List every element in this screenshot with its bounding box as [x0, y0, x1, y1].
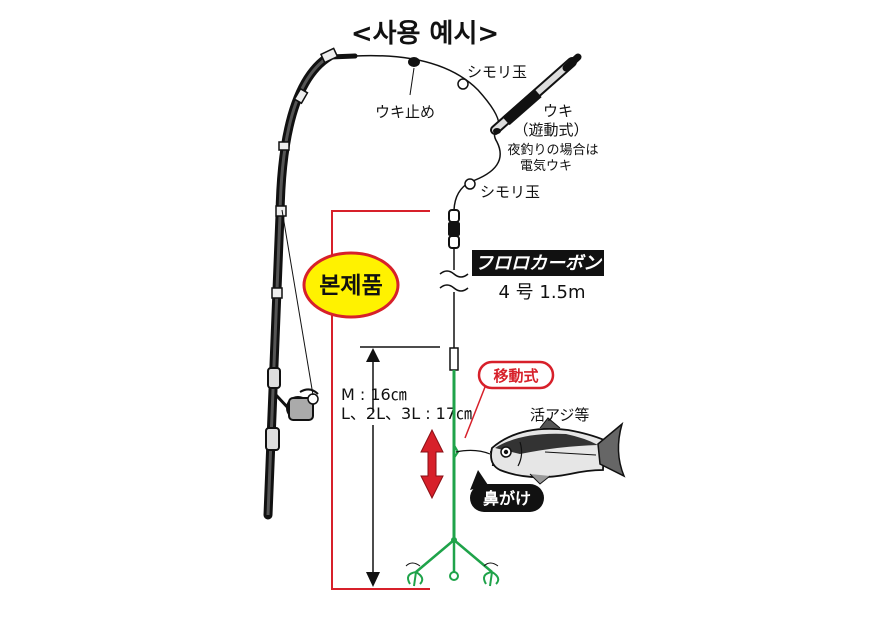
diagram-title: <사용 예시>: [351, 19, 499, 49]
shimori-bead-top: [457, 78, 469, 90]
spinning-reel: [274, 388, 319, 421]
swivel: [448, 209, 460, 249]
move-direction-arrow: [420, 428, 444, 500]
nose-hook-badge: 鼻がけ: [470, 470, 544, 512]
label-shimori-bottom: シモリ玉: [480, 183, 540, 201]
nose-hook-badge-text: 鼻がけ: [483, 489, 531, 508]
label-uki-line1: ウキ: [543, 102, 573, 120]
line-badge-text: フロロカーボン: [475, 253, 603, 274]
reel-line: [281, 209, 314, 396]
label-uki-note-line2: 電気ウキ: [520, 158, 572, 174]
size-m: M : 16㎝: [341, 385, 407, 404]
fishing-rod: [263, 47, 358, 520]
line-break-marks: [436, 270, 472, 292]
bait-label: 活アジ等: [530, 406, 589, 424]
label-uki-stopper: ウキ止め: [375, 103, 435, 121]
label-uki-line2: （遊動式）: [513, 121, 588, 139]
movable-badge: 移動式: [477, 360, 555, 390]
treble-hook-rig: [405, 537, 500, 587]
connector-sleeve: [449, 347, 459, 371]
size-l: L、2L、3L : 17㎝: [341, 404, 472, 423]
label-shimori-top: シモリ玉: [467, 63, 527, 81]
product-bracket: [331, 210, 430, 590]
movable-badge-text: 移動式: [493, 367, 538, 385]
line-spec: 4 号 1.5m: [498, 282, 585, 303]
line-badge: フロロカーボン: [472, 250, 604, 276]
float-uki: [490, 53, 582, 135]
shimori-bead-bottom: [464, 178, 476, 190]
product-badge-text: 본제품: [319, 273, 382, 299]
product-badge: 본제품: [302, 251, 400, 319]
label-uki-note-line1: 夜釣りの場合は: [507, 142, 598, 158]
uki-stopper-knot: [408, 57, 420, 67]
size-dimension: [360, 346, 440, 587]
bait-fish: [490, 417, 626, 485]
